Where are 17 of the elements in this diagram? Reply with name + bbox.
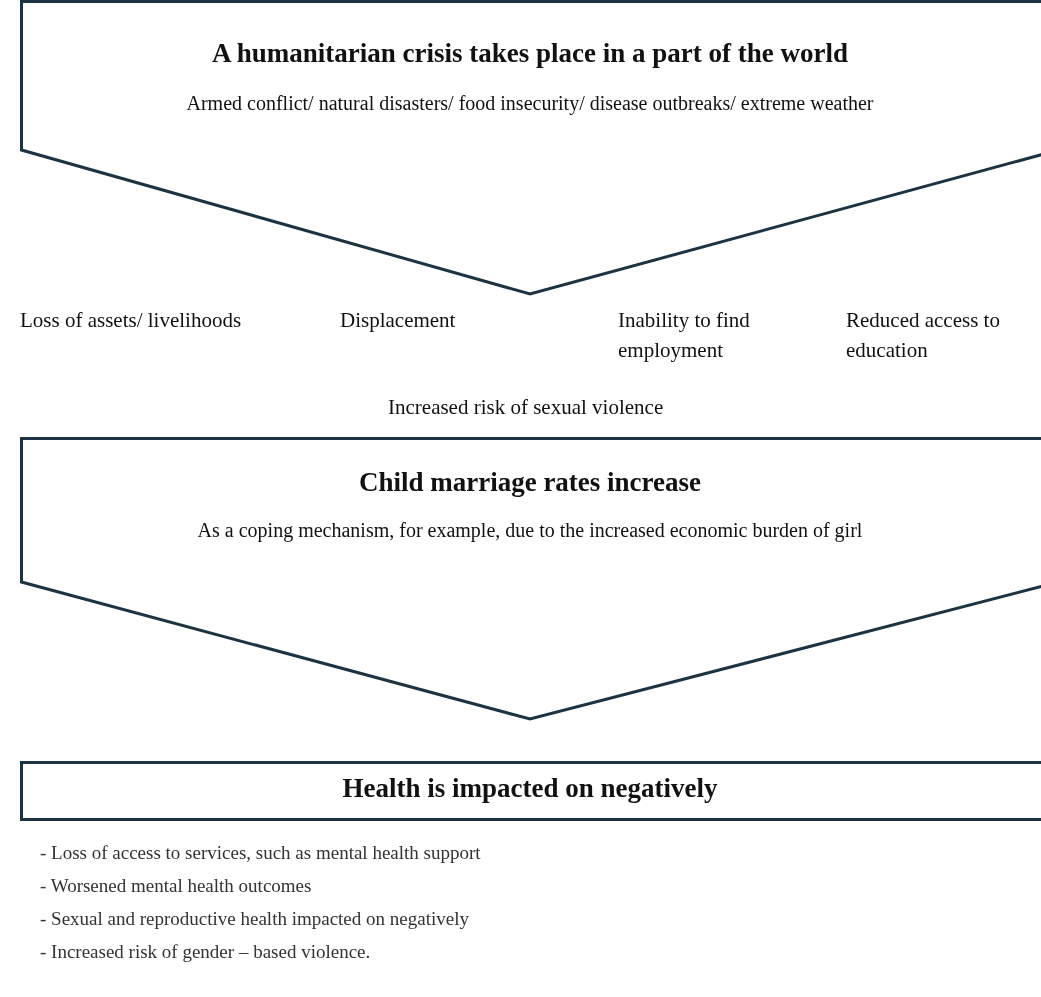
- list-item: - Sexual and reproductive health impacted on negatively: [40, 908, 469, 930]
- list-item: - Increased risk of gender – based violence.: [40, 941, 371, 963]
- heading: Health is impacted on negatively: [341, 773, 719, 804]
- heading: A humanitarian crisis takes place in a part of the world: [211, 38, 849, 69]
- list-item: - Loss of access to services, such as mental health support: [40, 842, 481, 864]
- cause-label: Displacement: [340, 307, 457, 334]
- cause-label: Loss of assets/ livelihoods: [20, 307, 243, 334]
- subheading: As a coping mechanism, for example, due to the increased economic burden of girl: [196, 519, 864, 542]
- subheading: Armed conflict/ natural disasters/ food insecurity/ disease outbreaks/ extreme weather: [185, 92, 875, 115]
- chevron-shape: [20, 437, 1041, 721]
- list-item: - Worsened mental health outcomes: [40, 875, 312, 897]
- heading-box: [20, 761, 1041, 821]
- cause-label: Inability to find employment: [618, 307, 751, 364]
- cause-label: Increased risk of sexual violence: [388, 394, 665, 421]
- chevron-shape: [20, 0, 1041, 296]
- cause-label: Reduced access to education: [846, 307, 1001, 364]
- heading: Child marriage rates increase: [357, 467, 703, 498]
